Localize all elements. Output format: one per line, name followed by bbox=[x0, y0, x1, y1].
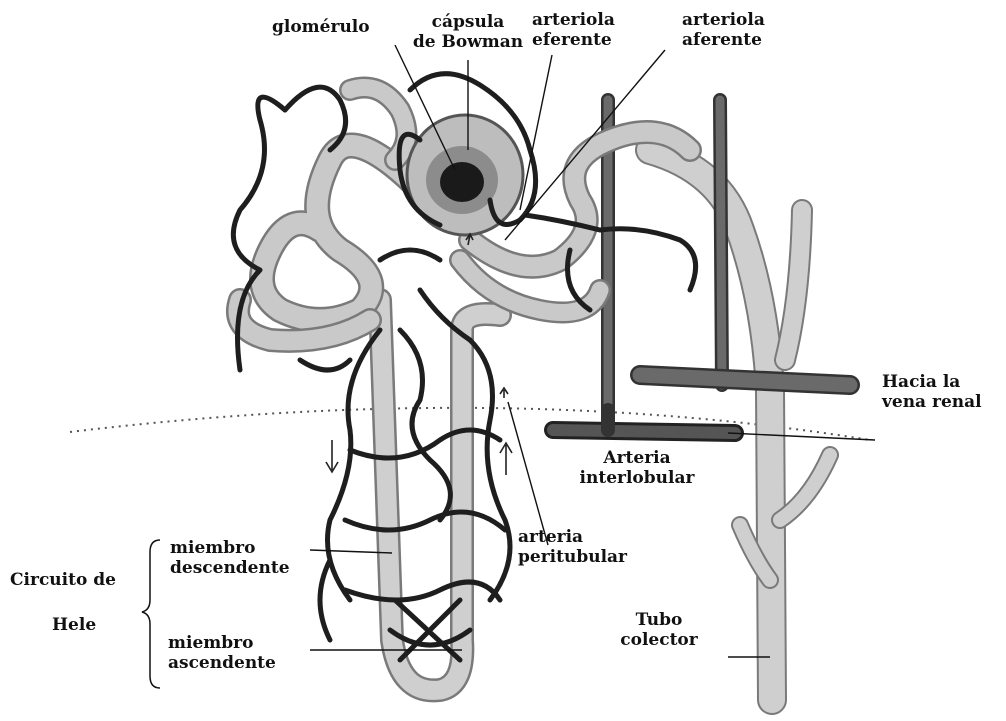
arrow-up bbox=[500, 443, 512, 475]
label-vena-renal: Hacia la vena renal bbox=[882, 372, 982, 412]
label-tubo-colector: Tubo colector bbox=[604, 610, 714, 650]
label-arteriola-aferente: arteriola aferente bbox=[682, 10, 765, 50]
label-glomerulo: glomérulo bbox=[272, 17, 370, 37]
henle-bracket bbox=[142, 540, 160, 688]
arrow-small bbox=[500, 388, 508, 398]
label-circuito-de-hele-2: Hele bbox=[52, 615, 96, 635]
label-capsula-bowman: cápsula de Bowman bbox=[408, 12, 528, 52]
label-circuito-de-hele-1: Circuito de bbox=[10, 570, 116, 590]
label-arteriola-eferente: arteriola eferente bbox=[532, 10, 615, 50]
label-arteria-interlobular: Arteria interlobular bbox=[562, 448, 712, 488]
label-arteria-peritubular: arteria peritubular bbox=[518, 527, 627, 567]
glomerulus bbox=[440, 162, 484, 202]
label-miembro-descendente: miembro descendente bbox=[170, 538, 290, 578]
label-miembro-ascendente: miembro ascendente bbox=[168, 633, 276, 673]
leader-peritubular bbox=[508, 402, 548, 545]
arrow-down bbox=[326, 440, 338, 472]
